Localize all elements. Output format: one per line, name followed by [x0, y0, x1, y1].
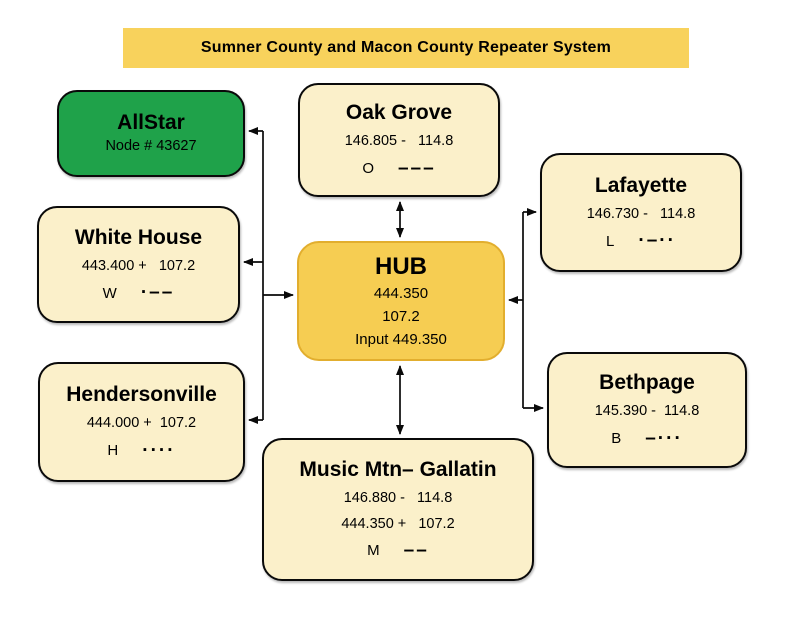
node-hendersonville: Hendersonville 444.000 + 107.2 H ···· — [38, 362, 245, 482]
morse-id: L ·–·· — [606, 230, 676, 252]
node-white-house: White House 443.400 + 107.2 W ·–– — [37, 206, 240, 323]
node-title: Oak Grove — [345, 101, 453, 125]
morse-id: B –··· — [611, 427, 683, 449]
frequency-line: 146.730 - 114.8 — [586, 205, 696, 222]
frequency-line: 146.805 - 114.8 — [344, 133, 454, 150]
morse-code: ·–– — [140, 282, 175, 304]
morse-id: O ––– — [362, 157, 436, 179]
node-title: AllStar — [117, 111, 185, 135]
morse-letter: M — [367, 542, 380, 560]
morse-code: –– — [403, 539, 429, 561]
hub-output-frequency: 444.350 — [373, 285, 429, 303]
morse-code: –··· — [645, 427, 683, 449]
frequency-line-1: 146.880 - 114.8 — [343, 490, 453, 507]
frequency-line: 444.000 + 107.2 — [86, 415, 197, 432]
morse-letter: H — [107, 442, 119, 460]
hub-input-frequency: Input 449.350 — [355, 330, 447, 348]
allstar-node-number: Node # 43627 — [105, 138, 197, 155]
node-title: Lafayette — [594, 173, 688, 197]
morse-code: ···· — [142, 439, 176, 461]
node-allstar: AllStar Node # 43627 — [57, 90, 245, 177]
node-oak-grove: Oak Grove 146.805 - 114.8 O ––– — [298, 83, 500, 197]
node-title: White House — [74, 225, 203, 249]
connector-left-trunk — [243, 127, 294, 424]
morse-letter: L — [606, 232, 615, 250]
morse-letter: B — [611, 430, 622, 448]
frequency-line: 145.390 - 114.8 — [594, 403, 700, 420]
morse-code: ––– — [397, 157, 436, 179]
hub-tone: 107.2 — [382, 308, 420, 326]
node-title: HUB — [375, 253, 427, 281]
node-bethpage: Bethpage 145.390 - 114.8 B –··· — [547, 352, 747, 468]
title-banner: Sumner County and Macon County Repeater … — [123, 28, 689, 68]
morse-letter: W — [102, 284, 117, 302]
node-title: Music Mtn– Gallatin — [299, 458, 497, 482]
diagram-title: Sumner County and Macon County Repeater … — [200, 39, 612, 56]
morse-code: ·–·· — [638, 230, 676, 252]
morse-id: H ···· — [107, 439, 176, 461]
node-hub: HUB 444.350 107.2 Input 449.350 — [297, 241, 505, 361]
node-title: Hendersonville — [66, 383, 217, 407]
morse-id: W ·–– — [102, 282, 175, 304]
node-music-mtn-gallatin: Music Mtn– Gallatin 146.880 - 114.8 444.… — [262, 438, 534, 581]
frequency-line-2: 444.350 + 107.2 — [341, 515, 455, 532]
node-lafayette: Lafayette 146.730 - 114.8 L ·–·· — [540, 153, 742, 272]
node-title: Bethpage — [599, 371, 695, 395]
morse-letter: O — [362, 160, 374, 178]
connector-right-trunk — [508, 208, 544, 412]
morse-id: M –– — [367, 539, 429, 561]
frequency-line: 443.400 + 107.2 — [81, 257, 196, 274]
